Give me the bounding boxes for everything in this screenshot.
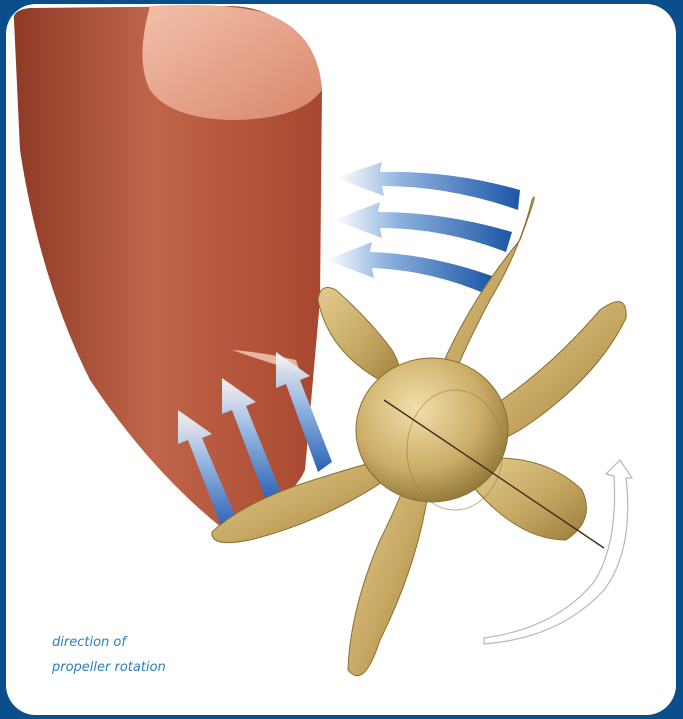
flow-arrows-right <box>326 162 520 294</box>
rudder <box>14 5 322 528</box>
propeller-hub <box>356 358 508 502</box>
rotation-caption: direction of propeller rotation <box>52 630 166 680</box>
propeller-rudder-illustration <box>6 4 676 715</box>
diagram-panel: direction of propeller rotation <box>6 4 676 715</box>
caption-line-1: direction of <box>52 630 166 655</box>
caption-line-2: propeller rotation <box>52 655 166 680</box>
